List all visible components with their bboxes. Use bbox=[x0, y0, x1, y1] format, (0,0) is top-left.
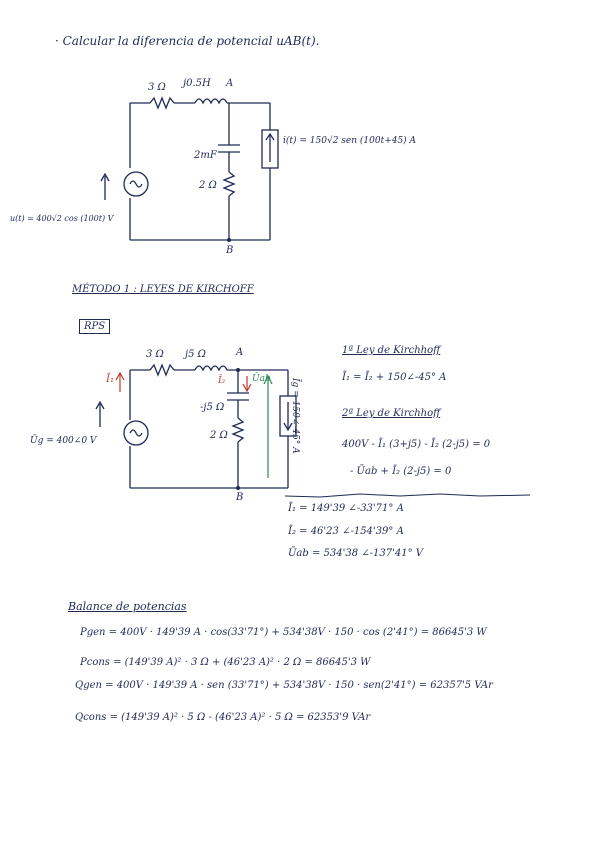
c1-r1-label: 3 Ω bbox=[148, 82, 166, 93]
c1-cap-label: 2mF bbox=[194, 150, 217, 161]
c1-current-source-label: i(t) = 150√2 sen (100t+45) A bbox=[283, 136, 417, 146]
law1-equation: Ī₁ = Ī₂ + 150∠-45° A bbox=[342, 372, 447, 383]
c2-node-a: A bbox=[236, 347, 244, 358]
law2-equation-2: - Ūab + Ī₂ (2-j5) = 0 bbox=[350, 466, 452, 477]
c1-node-a: A bbox=[226, 78, 234, 89]
c2-node-b: B bbox=[236, 492, 244, 503]
balance-qgen: Qgen = 400V · 149'39 A · sen (33'71°) + … bbox=[75, 680, 493, 691]
c1-voltage-source-label: u(t) = 400√2 cos (100t) V bbox=[10, 214, 114, 223]
c2-i2-label: Ī₂ bbox=[218, 376, 226, 386]
result-i1: Ī₁ = 149'39 ∠-33'71° A bbox=[288, 503, 404, 514]
c1-r2-label: 2 Ω bbox=[199, 180, 217, 191]
result-i2: Ī₂ = 46'23 ∠-154'39° A bbox=[288, 526, 404, 537]
law2-equation-1: 400V - Ī₁ (3+j5) - Ī₂ (2-j5) = 0 bbox=[342, 439, 491, 450]
c1-l1-label: j0.5H bbox=[183, 78, 211, 89]
c2-uab-label: Ūab bbox=[252, 374, 271, 384]
c2-xc-label: -j5 Ω bbox=[200, 402, 225, 413]
c1-node-b: B bbox=[226, 245, 234, 256]
balance-pcons: Pcons = (149'39 A)² · 3 Ω + (46'23 A)² ·… bbox=[80, 657, 371, 668]
c2-r2-label: 2 Ω bbox=[210, 430, 228, 441]
law1-title: 1ª Ley de Kirchhoff bbox=[342, 345, 441, 356]
c2-i1-label: Ī₁ bbox=[106, 374, 114, 385]
balance-title: Balance de potencias bbox=[68, 600, 187, 613]
c2-vg-label: Ūg = 400∠0 V bbox=[30, 436, 97, 446]
law2-title: 2ª Ley de Kirchhoff bbox=[342, 408, 441, 419]
problem-statement: · Calcular la diferencia de potencial uA… bbox=[55, 34, 320, 48]
balance-pgen: Pgen = 400V · 149'39 A · cos(33'71°) + 5… bbox=[80, 627, 487, 638]
c2-ig-label: Īg = 150∠-45° A bbox=[290, 378, 300, 454]
balance-qcons: Qcons = (149'39 A)² · 5 Ω - (46'23 A)² ·… bbox=[75, 712, 371, 723]
c2-r1-label: 3 Ω bbox=[146, 349, 164, 360]
c2-l1-label: j5 Ω bbox=[185, 349, 206, 360]
rps-label: RPS bbox=[79, 319, 111, 334]
result-uab: Ūab = 534'38 ∠-137'41° V bbox=[288, 548, 423, 559]
method-title: MÉTODO 1 : LEYES DE KIRCHOFF bbox=[72, 284, 254, 295]
